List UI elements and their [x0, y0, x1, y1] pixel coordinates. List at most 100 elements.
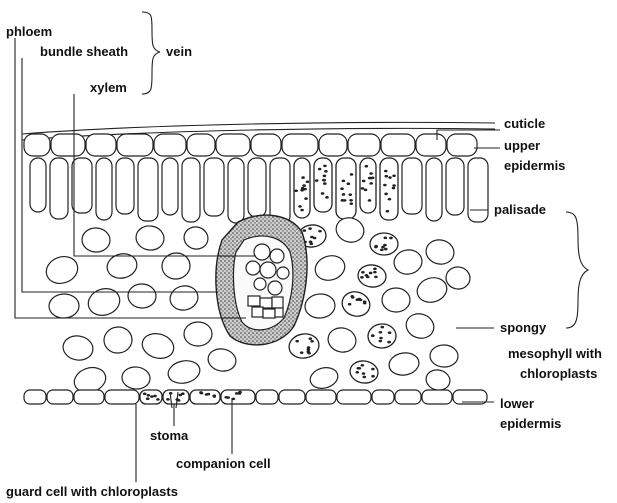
- chloroplast: [318, 168, 322, 171]
- epidermis-cell: [187, 134, 215, 156]
- chloroplast: [156, 398, 160, 401]
- chloroplast: [388, 331, 392, 334]
- spongy-cell: [103, 325, 134, 354]
- spongy-cell: [357, 264, 387, 289]
- chloroplast: [371, 334, 375, 337]
- chloroplast: [295, 340, 299, 343]
- label-vein: vein: [166, 44, 192, 59]
- spongy-cell: [168, 283, 201, 313]
- spongy-cell: [166, 358, 202, 386]
- chloroplast: [360, 276, 364, 279]
- chloroplast: [371, 375, 375, 378]
- epidermis-cell: [24, 134, 50, 156]
- chloroplast: [349, 199, 353, 202]
- chloroplast: [308, 227, 312, 230]
- chloroplast: [379, 331, 383, 334]
- chloroplast: [388, 176, 392, 179]
- chloroplast: [300, 209, 304, 212]
- spongy-cell: [121, 366, 151, 390]
- epidermis-cell: [24, 390, 46, 404]
- label-stoma: stoma: [150, 428, 189, 443]
- chloroplast: [362, 372, 366, 375]
- chloroplast: [147, 394, 151, 397]
- palisade-cell: [248, 158, 266, 217]
- epidermis-cell: [348, 134, 380, 156]
- chloroplast: [379, 340, 383, 343]
- epidermis-cell: [395, 390, 421, 404]
- label-phloem: phloem: [6, 24, 52, 39]
- chloroplast: [366, 276, 370, 279]
- chloroplast: [361, 271, 365, 274]
- chloroplast: [350, 295, 354, 298]
- spongy-cell: [339, 288, 373, 319]
- chloroplast: [303, 229, 307, 232]
- spongy-cell: [382, 288, 410, 312]
- chloroplast: [380, 326, 384, 329]
- chloroplast: [166, 398, 170, 401]
- chloroplast: [325, 196, 329, 199]
- label-cuticle: cuticle: [504, 116, 545, 131]
- chloroplast: [369, 182, 373, 185]
- spongy-cell: [349, 359, 380, 385]
- palisade-cell: [446, 158, 464, 215]
- spongy-cell: [49, 293, 80, 318]
- chloroplast: [384, 193, 388, 196]
- spongy-cell: [206, 347, 238, 374]
- palisade-layer: [30, 158, 488, 224]
- epidermis-cell: [216, 134, 250, 156]
- epidermis-cell: [51, 134, 85, 156]
- chloroplast: [306, 180, 310, 183]
- chloroplast: [389, 237, 393, 240]
- chloroplast: [350, 173, 354, 176]
- chloroplast: [392, 184, 396, 187]
- chloroplast: [323, 182, 327, 185]
- chloroplast: [386, 210, 390, 213]
- label-companion-cell: companion cell: [176, 456, 271, 471]
- palisade-cell: [402, 158, 422, 214]
- palisade-cell: [336, 158, 356, 219]
- palisade-cell: [72, 158, 92, 213]
- epidermis-cell: [256, 390, 278, 404]
- label-mesophyll-2: chloroplasts: [520, 366, 597, 381]
- chloroplast: [343, 199, 347, 202]
- palisade-cell: [228, 158, 244, 223]
- chloroplast: [347, 182, 351, 185]
- palisade-cell: [204, 158, 224, 216]
- chloroplast: [371, 368, 375, 371]
- spongy-cell: [430, 345, 459, 368]
- spongy-cell: [445, 266, 472, 291]
- chloroplast: [309, 337, 313, 340]
- chloroplast: [205, 393, 209, 396]
- chloroplast: [392, 187, 396, 190]
- palisade-cell: [50, 158, 68, 219]
- chloroplast: [373, 271, 377, 274]
- chloroplast: [181, 392, 185, 395]
- spongy-cell: [424, 237, 456, 266]
- chloroplast: [373, 268, 377, 271]
- chloroplast: [369, 272, 373, 275]
- spongy-cell: [85, 284, 124, 319]
- chloroplast: [315, 179, 319, 182]
- chloroplast: [384, 248, 388, 251]
- spongy-cell: [414, 274, 449, 305]
- label-bundle-sheath: bundle sheath: [40, 44, 128, 59]
- chloroplast: [324, 170, 328, 173]
- palisade-cell: [314, 158, 332, 212]
- chloroplast: [310, 340, 314, 343]
- epidermis-cell: [154, 134, 186, 156]
- label-spongy: spongy: [500, 320, 547, 335]
- palisade-cell: [138, 158, 158, 221]
- spongy-cell: [308, 365, 340, 392]
- chloroplast: [150, 395, 154, 398]
- palisade-cell: [116, 158, 134, 214]
- chloroplast: [348, 193, 352, 196]
- vein: [216, 215, 307, 345]
- chloroplast: [318, 230, 322, 233]
- chloroplast: [307, 348, 311, 351]
- chloroplast: [387, 341, 391, 344]
- label-palisade: palisade: [494, 202, 546, 217]
- label-lower-epidermis-1: lower: [500, 396, 534, 411]
- chloroplast: [374, 276, 378, 279]
- chloroplast: [342, 193, 346, 196]
- label-lower-epidermis-2: epidermis: [500, 416, 561, 431]
